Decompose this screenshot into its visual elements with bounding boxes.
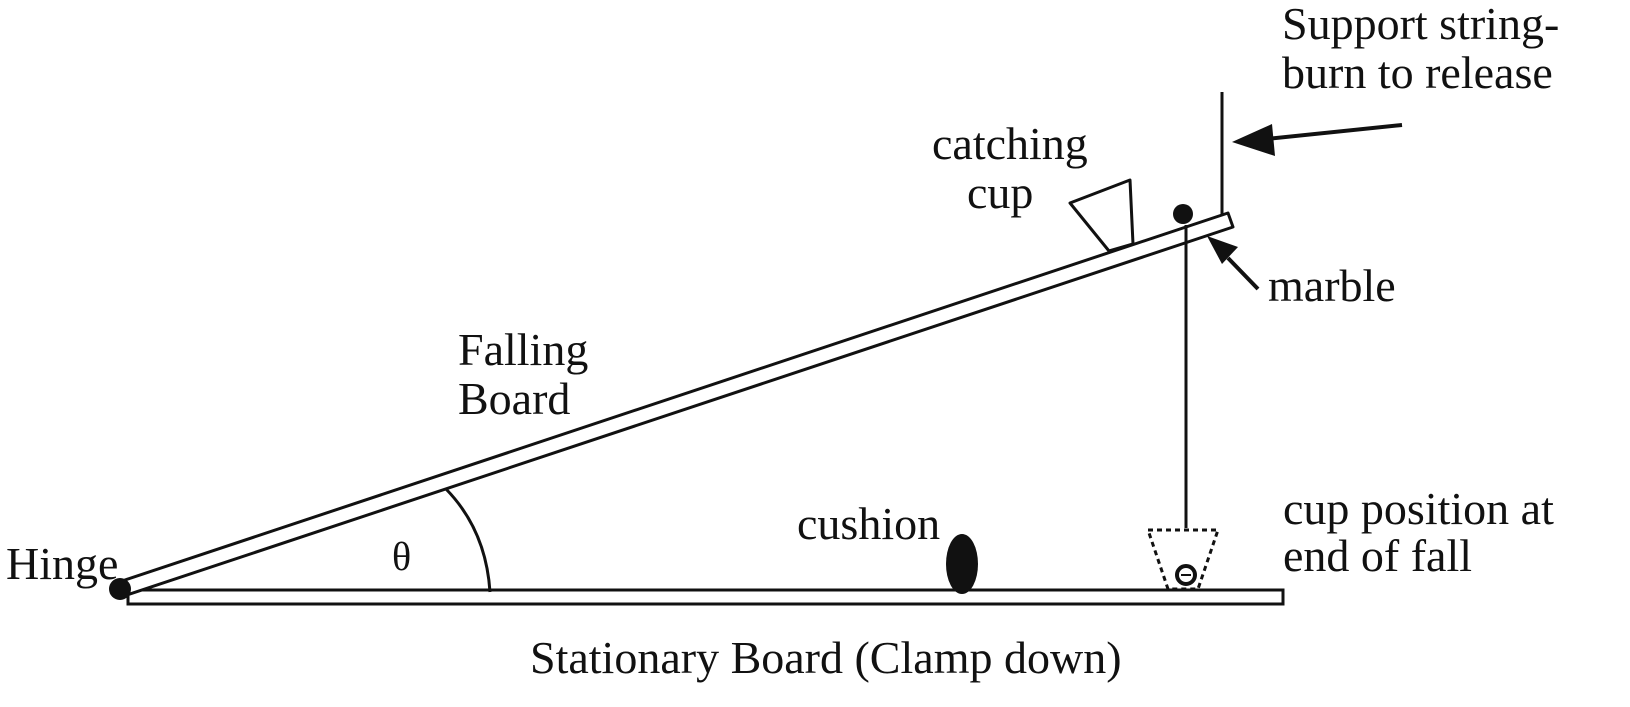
support-string-label-line2: burn to release (1282, 47, 1553, 98)
falling-board-label-line1: Falling (458, 324, 588, 375)
angle-theta-label: θ (392, 534, 411, 579)
marble-label: marble (1268, 260, 1396, 311)
support-string-label-line1: Support string- (1282, 0, 1559, 49)
catching-cup-label-line2: cup (967, 167, 1033, 218)
end-cup-outline (1145, 528, 1221, 591)
catching-cup-label-line1: catching (932, 118, 1088, 169)
end-cup-label-line2: end of fall (1283, 530, 1472, 581)
hinge-pivot (109, 578, 131, 600)
support-arrow-shaft (1265, 123, 1403, 141)
marble (1173, 204, 1193, 224)
stationary-board (126, 588, 1285, 606)
cushion (946, 534, 978, 594)
stationary-board-label: Stationary Board (Clamp down) (530, 632, 1122, 683)
end-cup-label-line1: cup position at (1283, 483, 1554, 534)
marble-arrow-head (1207, 236, 1238, 264)
falling-board (120, 211, 1235, 597)
falling-board-label-line2: Board (458, 373, 570, 424)
angle-arc (444, 487, 492, 593)
marble-arrow-shaft (1226, 256, 1260, 291)
catching-cup (1068, 178, 1135, 253)
hinge-label: Hinge (6, 538, 118, 589)
support-arrow-head (1232, 124, 1275, 156)
cushion-label: cushion (797, 498, 940, 549)
